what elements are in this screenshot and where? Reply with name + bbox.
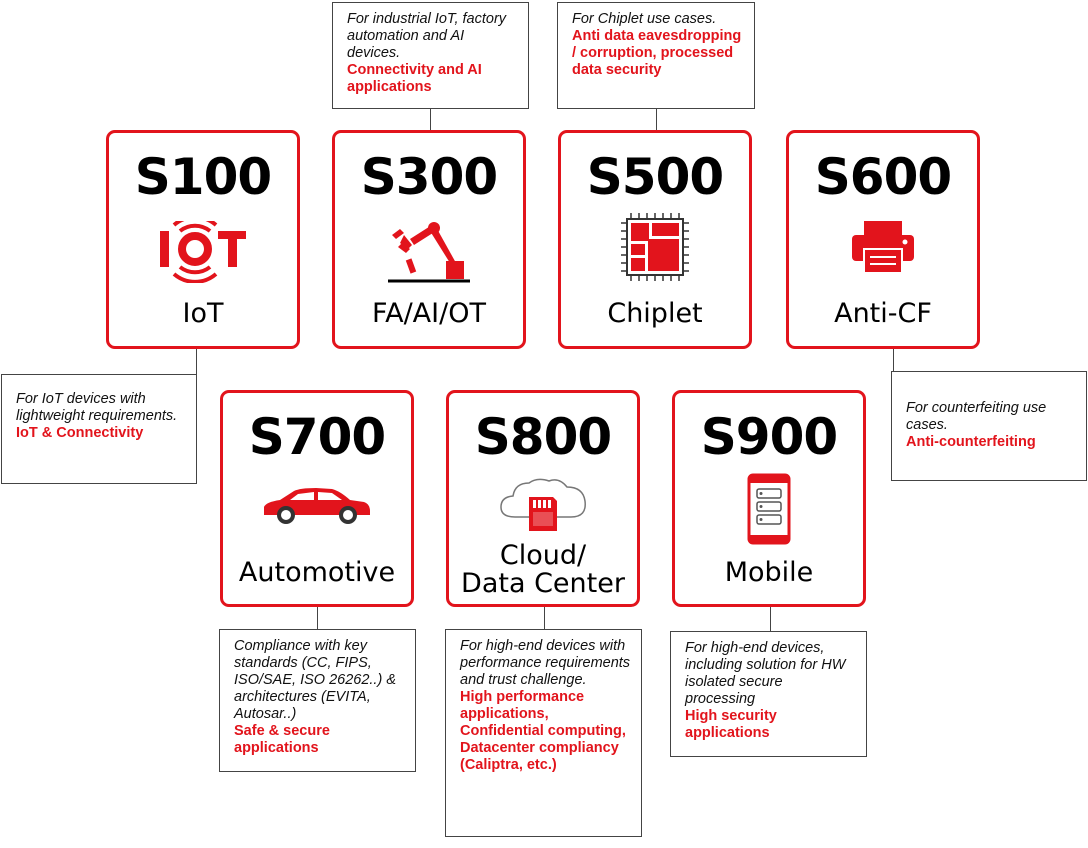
note-s800: For high-end devices with performance re… [445,629,642,837]
note-s100: For IoT devices with lightweight require… [1,374,197,484]
card-s800: S800 Cloud/ Data Center [446,390,640,607]
connector-s900-note [770,607,771,631]
card-s500: S500 Chiplet [558,130,752,349]
note-s500: For Chiplet use cases. Anti data eavesdr… [557,2,755,109]
card-s900: S900 Mobile [672,390,866,607]
iot-icon [158,215,248,284]
card-s600: S600 Anti-CF [786,130,980,349]
product-code: S100 [134,148,272,206]
note-s700: Compliance with key standards (CC, FIPS,… [219,629,416,772]
note-highlight: Anti-counterfeiting [906,434,1036,450]
connector-s500-note [656,109,657,131]
product-code: S500 [586,148,724,206]
card-s700: S700 Automotive [220,390,414,607]
note-highlight: IoT & Connectivity [16,425,144,441]
product-label: Mobile [724,557,814,588]
note-description: For high-end devices, including solution… [685,640,846,707]
connector-s300-note [430,109,431,131]
note-description: Compliance with key standards (CC, FIPS,… [234,638,396,722]
product-label: Anti-CF [834,298,932,329]
card-s100: S100 IoT [106,130,300,349]
note-description: For IoT devices with lightweight require… [16,391,178,424]
connector-s700-note [317,607,318,629]
note-s300: For industrial IoT, factory automation a… [332,2,529,109]
car-icon [260,487,374,527]
product-code: S600 [814,148,952,206]
note-description: For industrial IoT, factory automation a… [347,11,507,61]
printer-icon [850,219,916,275]
product-label: FA/AI/OT [372,298,486,329]
note-highlight: Safe & secure applications [234,723,330,756]
card-s300: S300 FA/AI/OT [332,130,526,349]
note-highlight: High performance applications, Confident… [460,689,626,773]
note-description: For high-end devices with performance re… [460,638,631,688]
mobile-phone-icon [747,473,791,545]
note-description: For counterfeiting use cases. [906,400,1047,433]
cloud-sd-card-icon [497,475,589,533]
connector-s800-note [544,607,545,629]
product-code: S800 [474,408,612,466]
note-description: For Chiplet use cases. [572,11,717,27]
product-label: Automotive [238,557,396,588]
product-code: S700 [248,408,386,466]
connector-s100-note [196,349,197,374]
robot-arm-icon [384,213,474,285]
product-label-line1: Cloud/ [499,540,587,571]
connector-s600-note [893,349,894,371]
product-label: IoT [182,298,224,329]
product-label-line2: Data Center [461,568,625,599]
chiplet-icon [619,211,691,283]
product-code: S300 [360,148,498,206]
product-label: Chiplet [607,298,703,329]
note-s600: For counterfeiting use cases. Anti-count… [891,371,1087,481]
note-highlight: High security applications [685,708,777,741]
product-code: S900 [700,408,838,466]
note-highlight: Anti data eavesdropping / corruption, pr… [572,28,742,78]
note-highlight: Connectivity and AI applications [347,62,482,95]
note-s900: For high-end devices, including solution… [670,631,867,757]
